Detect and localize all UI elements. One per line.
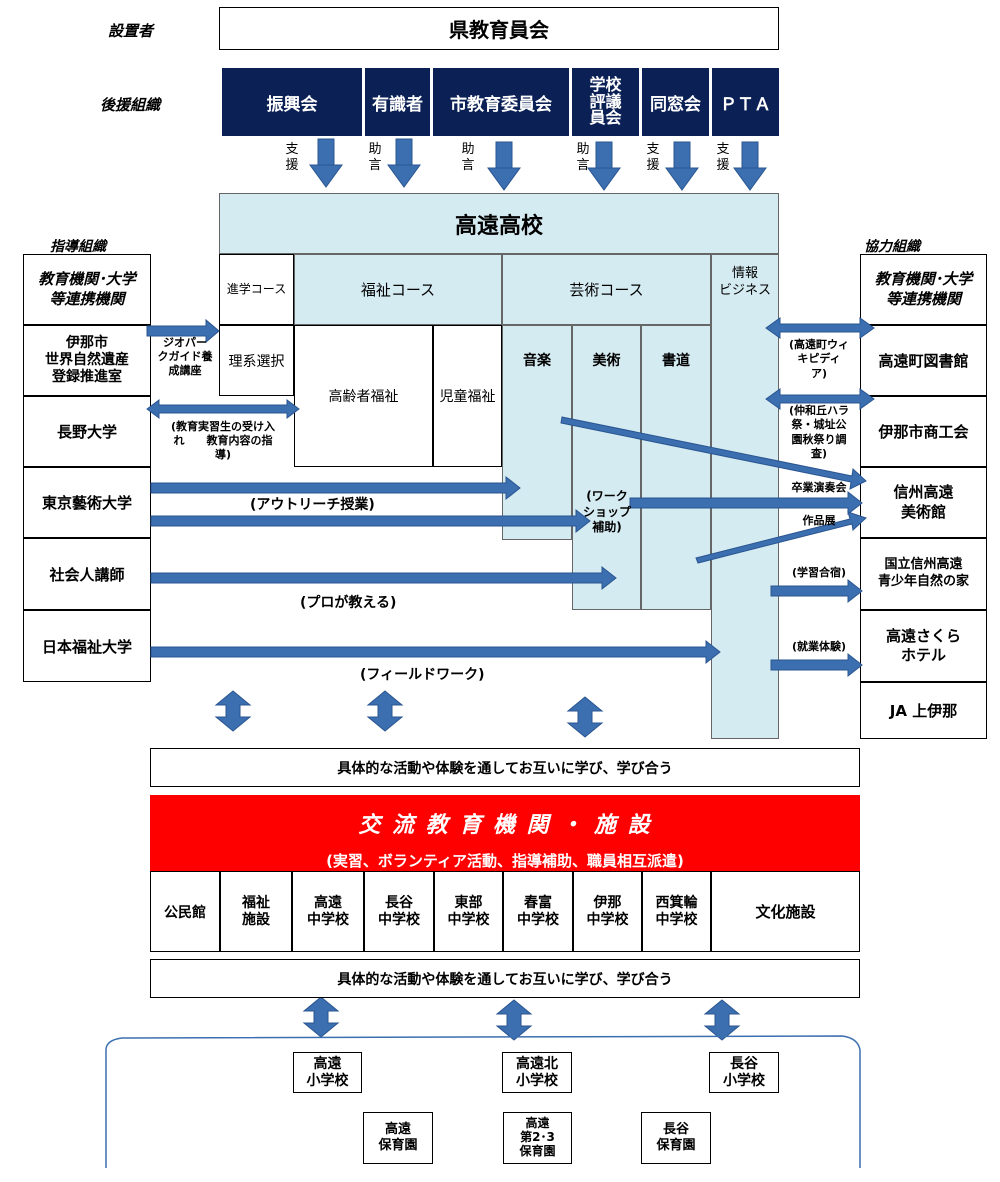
facility-fukushi: 福祉 施設 xyxy=(220,871,292,952)
support-verb: 助 言 xyxy=(576,142,590,173)
diagonal-arrow-icon xyxy=(560,416,867,490)
diagonal-arrow-icon xyxy=(695,511,867,564)
nursery-takato-2-3: 高遠 第2･3 保育園 xyxy=(503,1112,572,1164)
exchange-banner xyxy=(150,795,860,871)
annotation-sotsugyo: 卒業演奏会 xyxy=(791,481,847,494)
guidance-org-fukushi-univ: 日本福祉大学 xyxy=(23,610,151,682)
elementary-hase: 長谷 小学校 xyxy=(709,1052,779,1093)
facility-bunka: 文化施設 xyxy=(711,871,860,952)
annotation-wikipedia: (高遠町ウィ キピディ ア) xyxy=(788,338,850,380)
school-name-box: 高遠高校 xyxy=(219,193,779,254)
coop-org-edu: 教育機関･大学 等連携機関 xyxy=(860,254,987,325)
right-arrow-icon xyxy=(150,565,617,591)
annotation-shugyo: (就業体験) xyxy=(791,640,847,653)
right-arrow-icon xyxy=(146,318,220,344)
sub-rikei: 理系選択 xyxy=(219,325,294,396)
right-arrow-icon xyxy=(150,475,521,501)
bottom-bracket xyxy=(105,1035,861,1168)
coop-org-youth-house: 国立信州高遠 青少年自然の家 xyxy=(860,538,987,610)
founder-label: 設置者 xyxy=(108,22,154,40)
support-org-city-board: 市教育委員会 xyxy=(433,68,569,136)
guidance-org-geidai: 東京藝術大学 xyxy=(23,467,151,538)
coop-org-ja: JA 上伊那 xyxy=(860,682,987,739)
annotation-fieldwork: (フィールドワーク) xyxy=(360,667,485,683)
mutual-learning-text-1: 具体的な活動や体験を通してお互いに学び、学び合う xyxy=(150,748,860,787)
elementary-takato-kita: 高遠北 小学校 xyxy=(502,1052,572,1093)
facility-ina-jhs: 伊那 中学校 xyxy=(573,871,642,952)
exchange-subtitle: (実習、ボランティア活動、指導補助、職員相互派遣) xyxy=(326,852,684,870)
guidance-org-shakaijin: 社会人講師 xyxy=(23,538,151,610)
double-horizontal-arrow-icon xyxy=(765,317,875,339)
support-verb: 支 援 xyxy=(285,142,299,173)
facility-nishiminowa-jhs: 西箕輪 中学校 xyxy=(642,871,711,952)
mutual-learning-text-2: 具体的な活動や体験を通してお互いに学び、学び合う xyxy=(150,959,860,998)
course-joho-label: 情報 ビジネス xyxy=(718,266,771,298)
annotation-pro: (プロが教える) xyxy=(300,595,397,611)
support-org-pta: ＰＴＡ xyxy=(712,68,779,136)
exchange-title: 交 流 教 育 機 関 ・ 施 設 xyxy=(358,813,652,838)
right-arrow-icon xyxy=(770,652,863,678)
sub-koreisha: 高齢者福祉 xyxy=(294,325,433,467)
nursery-hase: 長谷 保育園 xyxy=(641,1112,711,1164)
course-joho-column xyxy=(711,254,779,739)
right-arrow-icon xyxy=(150,508,591,534)
nursery-takato: 高遠 保育園 xyxy=(363,1112,433,1164)
support-verb: 助 言 xyxy=(461,142,475,173)
course-geijutsu: 芸術コース xyxy=(502,254,711,325)
coop-org-library: 高遠町図書館 xyxy=(860,325,987,396)
sub-bijutsu-column xyxy=(572,325,641,610)
course-shingaku: 進学コース xyxy=(219,254,294,325)
support-org-shinkokai: 振興会 xyxy=(222,68,362,136)
support-verb: 支 援 xyxy=(646,142,660,173)
support-verb: 助 言 xyxy=(368,142,382,173)
facility-tobu-jhs: 東部 中学校 xyxy=(434,871,503,952)
double-horizontal-arrow-icon xyxy=(146,399,300,419)
sub-ongaku: 音楽 xyxy=(523,353,551,369)
right-arrow-icon xyxy=(629,490,863,516)
support-org-dosokai: 同窓会 xyxy=(642,68,709,136)
coop-org-commerce: 伊那市商工会 xyxy=(860,396,987,467)
facility-harutomi-jhs: 春富 中学校 xyxy=(503,871,573,952)
guidance-org-nagano-univ: 長野大学 xyxy=(23,396,151,467)
sub-shodo: 書道 xyxy=(662,353,690,369)
course-fukushi: 福祉コース xyxy=(294,254,502,325)
guidance-org-ina: 伊那市 世界自然遺産 登録推進室 xyxy=(23,325,151,396)
right-arrow-icon xyxy=(150,639,721,665)
annotation-workshop: (ワーク ショップ 補助) xyxy=(582,489,631,535)
annotation-sakuhin: 作品展 xyxy=(802,514,836,527)
facility-hase-jhs: 長谷 中学校 xyxy=(364,871,434,952)
annotation-outreach: (アウトリーチ授業) xyxy=(250,497,375,513)
annotation-kyoiku-jisshu: (教育実習生の受け入 れ 教育内容の指 導) xyxy=(170,420,276,461)
cooperation-label: 協力組織 xyxy=(864,239,920,255)
guidance-label: 指導組織 xyxy=(50,239,106,255)
facility-kominkan: 公民館 xyxy=(150,871,220,952)
coop-org-hotel: 高遠さくら ホテル xyxy=(860,610,987,682)
board-box: 県教育員会 xyxy=(219,7,779,50)
guidance-org-edu: 教育機関･大学 等連携機関 xyxy=(23,254,151,325)
annotation-gakushu: (学習合宿) xyxy=(791,566,847,579)
elementary-takato: 高遠 小学校 xyxy=(293,1052,362,1093)
support-verb: 支 援 xyxy=(716,142,730,173)
annotation-matsuri: (仲和丘ハラ 祭・城址公 園秋祭り調 査) xyxy=(788,404,850,460)
double-horizontal-arrow-icon xyxy=(765,388,875,410)
sub-jido: 児童福祉 xyxy=(433,325,502,467)
right-arrow-icon xyxy=(770,578,863,604)
facility-takato-jhs: 高遠 中学校 xyxy=(292,871,364,952)
support-org-yushikisha: 有識者 xyxy=(365,68,430,136)
coop-org-museum: 信州高遠 美術館 xyxy=(860,467,987,538)
sub-ongaku-column xyxy=(502,325,572,540)
annotation-geopark: ジオパー クガイド養 成講座 xyxy=(157,336,213,377)
sub-bijutsu: 美術 xyxy=(592,353,621,369)
support-org-school-council: 学校 評議 員会 xyxy=(572,68,639,136)
supporters-label: 後援組織 xyxy=(100,96,161,114)
